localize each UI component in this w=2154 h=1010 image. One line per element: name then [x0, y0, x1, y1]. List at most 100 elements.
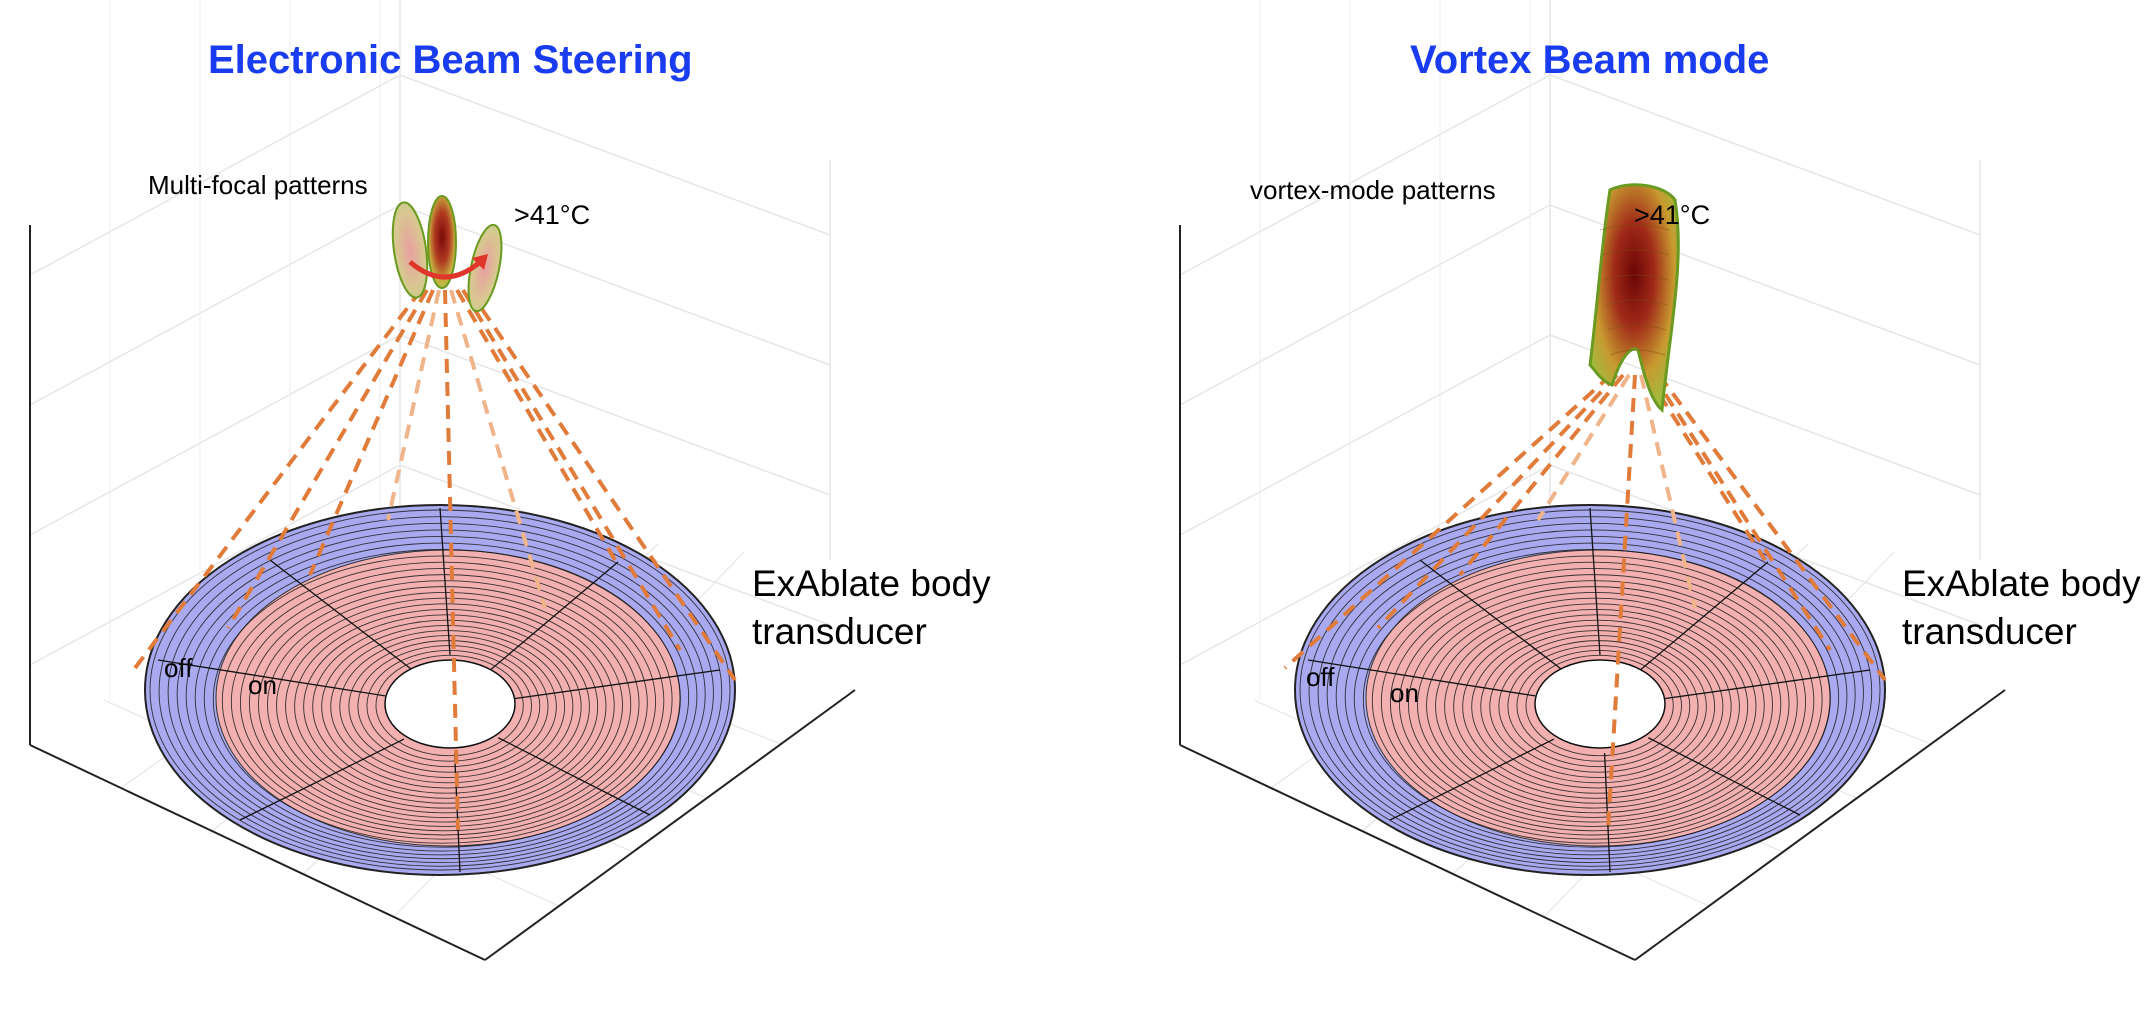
element-ring: [321, 624, 574, 789]
segment-line: [239, 738, 405, 821]
transducer-label-line1: ExAblate body: [752, 563, 991, 604]
element-ring: [230, 568, 657, 836]
axis-edge: [1634, 689, 2006, 961]
transducer-bowl: [1294, 504, 1886, 876]
grid-line: [1179, 334, 1551, 536]
grid-line: [399, 334, 831, 496]
grid-line: [29, 74, 401, 276]
central-hole: [1534, 659, 1666, 749]
side-focus: [391, 201, 429, 299]
beam-line: [308, 289, 435, 576]
central-focus: [427, 195, 457, 289]
segment-line: [498, 737, 651, 816]
element-ring: [1408, 586, 1782, 823]
element-ring: [1426, 597, 1765, 814]
focal-pattern: [1588, 183, 1680, 413]
grid-line: [29, 334, 401, 536]
segment-line: [1307, 659, 1536, 697]
beam-line: [449, 289, 547, 609]
transducer-label-line2: transducer: [752, 611, 927, 652]
element-ring: [248, 580, 640, 827]
grid-line: [29, 204, 401, 406]
beam-line: [1657, 373, 1887, 682]
beam-line: [386, 289, 441, 521]
pattern-label: vortex-mode patterns: [1250, 175, 1496, 205]
element-ring: [285, 603, 607, 809]
off-label: off: [1306, 662, 1335, 692]
beam-line: [1376, 373, 1619, 630]
beam-line: [455, 288, 617, 562]
segment-line: [514, 669, 721, 700]
axis-edge: [1179, 744, 1636, 961]
panel-electronic-beam-steering: [29, 0, 856, 961]
grid-line: [29, 464, 401, 666]
panel-title: Electronic Beam Steering: [208, 38, 693, 82]
beam-line: [461, 288, 682, 652]
beam-line: [1651, 373, 1832, 652]
axis-edge: [484, 689, 856, 961]
segment-line: [269, 559, 412, 670]
grid-line: [399, 74, 831, 236]
element-ring: [330, 630, 566, 784]
grid-line: [1179, 464, 1551, 666]
element-ring: [1380, 568, 1807, 836]
element-ring: [276, 597, 615, 814]
segment-line: [490, 561, 619, 670]
contour-line: [1601, 249, 1670, 256]
element-ring: [239, 574, 648, 832]
element-ring: [1417, 592, 1773, 818]
contour-line: [1603, 274, 1669, 281]
on-label: on: [248, 670, 277, 700]
segment-line: [439, 507, 451, 655]
arrow-head: [472, 254, 488, 270]
pattern-label: Multi-focal patterns: [148, 170, 368, 200]
segment-line: [1648, 737, 1801, 816]
element-ring: [303, 614, 590, 799]
element-ring: [1525, 654, 1674, 757]
element-ring: [1389, 574, 1798, 832]
panel-vortex-beam-mode: [1179, 0, 2006, 961]
contour-line: [1599, 224, 1671, 231]
grid-line: [399, 204, 831, 366]
element-ring: [1471, 624, 1724, 789]
axis-edge: [29, 744, 486, 961]
on-label: on: [1390, 678, 1419, 708]
rotation-arrow: [408, 260, 482, 280]
element-ring: [312, 619, 582, 794]
element-ring: [1462, 619, 1732, 794]
transducer-label-line1: ExAblate body: [1902, 563, 2141, 604]
element-ring: [1398, 580, 1790, 827]
beam-line: [467, 288, 737, 682]
transducer-bowl: [144, 504, 736, 876]
beam-lines: [1283, 373, 1887, 831]
transducer-label-line2: transducer: [1902, 611, 2077, 652]
contour-line: [1605, 299, 1668, 306]
side-focus: [467, 223, 503, 313]
segment-line: [1419, 559, 1562, 670]
element-ring: [258, 586, 632, 823]
grid-line: [1549, 74, 1981, 236]
beam-line: [1606, 374, 1637, 831]
beam-line: [1283, 373, 1613, 670]
element-ring: [294, 608, 599, 804]
element-ring: [1444, 608, 1749, 804]
element-ring: [375, 654, 524, 757]
grid-line: [1179, 204, 1551, 406]
segment-line: [1640, 561, 1769, 670]
beam-line: [1536, 373, 1631, 522]
off-label: off: [164, 653, 193, 683]
element-ring: [1435, 603, 1757, 809]
grid-line: [1179, 74, 1551, 276]
element-ring: [1480, 630, 1716, 784]
beam-line: [1645, 373, 1767, 562]
temperature-label: >41°C: [1634, 200, 1711, 230]
element-ring: [267, 592, 623, 818]
central-hole: [384, 659, 516, 749]
beam-lines: [133, 288, 737, 831]
element-ring: [1453, 614, 1740, 799]
beam-line: [133, 288, 423, 670]
contour-line: [1609, 349, 1666, 356]
temperature-label: >41°C: [514, 200, 591, 230]
beam-line: [1458, 373, 1625, 577]
